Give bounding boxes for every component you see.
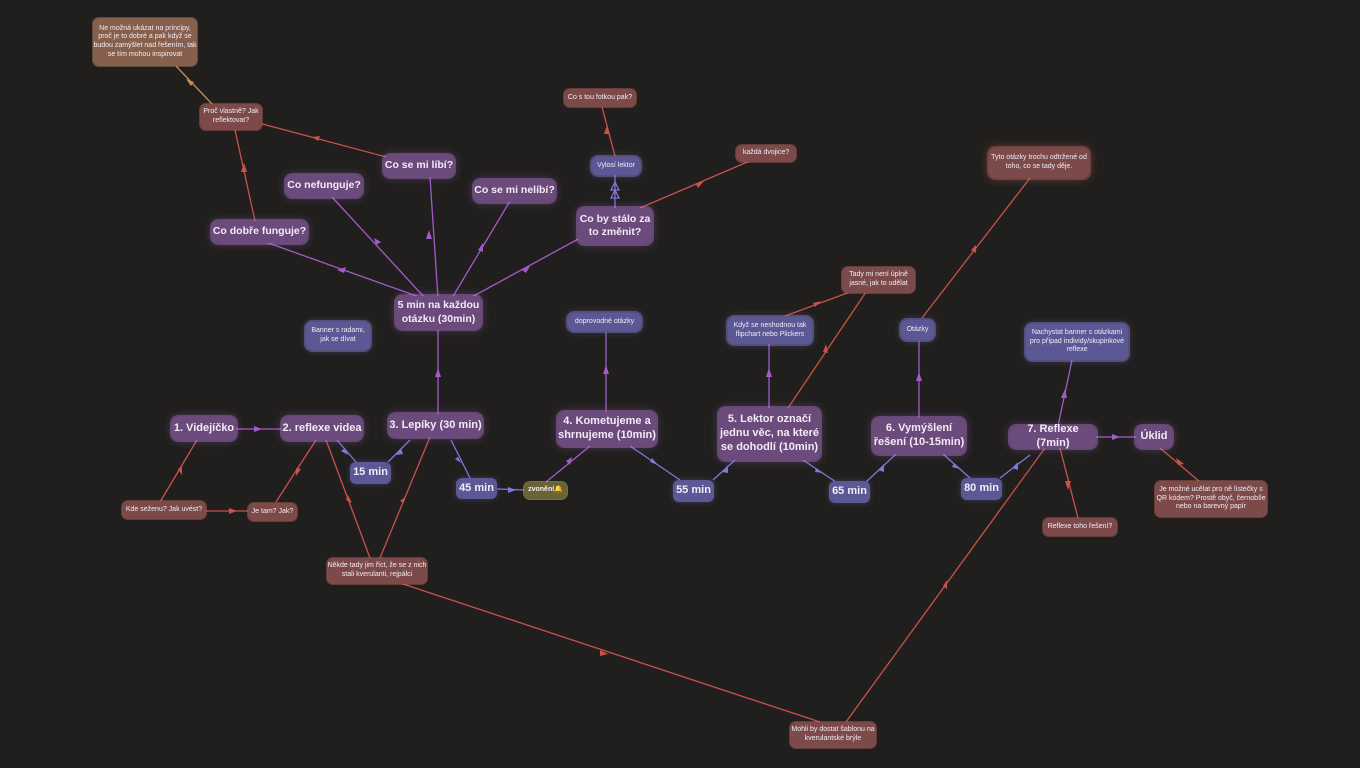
- node-reflexe-videa[interactable]: 2. reflexe videa: [282, 417, 362, 440]
- arrow-blue: [952, 463, 960, 469]
- arrowheads: [178, 79, 1184, 656]
- arrow-purple: [478, 243, 483, 252]
- edge: [429, 176, 439, 299]
- arrow-purple: [766, 368, 772, 377]
- arrow-blue: [650, 458, 658, 465]
- arrow-blue: [878, 464, 884, 472]
- arrow-purple: [254, 426, 262, 432]
- node-lektor-oznaci[interactable]: 5. Lektor označí jednu věc, na které se …: [719, 408, 820, 460]
- node-vymysleni[interactable]: 6. Vymýšlení řešení (10-15min): [873, 418, 965, 454]
- arrow-blue: [341, 448, 348, 455]
- arrow-red: [813, 301, 821, 307]
- arrow-red: [1065, 481, 1071, 490]
- node-nachystat[interactable]: Nachystat banner s otázkami pro případ i…: [1026, 324, 1128, 360]
- node-proc-vlastne[interactable]: Proč vlastně? Jak reflektovat?: [200, 104, 262, 130]
- arrow-blue: [1012, 462, 1018, 470]
- arrow-red: [229, 508, 237, 514]
- arrow-blue: [508, 487, 516, 493]
- node-doprovodne[interactable]: doprovodné otázky: [568, 313, 641, 331]
- edge: [469, 237, 581, 299]
- arrow-purple: [603, 365, 609, 374]
- node-co-libi[interactable]: Co se mi líbí?: [384, 155, 454, 177]
- edge: [234, 129, 256, 222]
- node-videjicko[interactable]: 1. Videjíčko: [172, 417, 236, 440]
- arrow-red: [971, 245, 976, 253]
- node-je-tam[interactable]: Je tam? Jak?: [248, 503, 297, 521]
- edge: [545, 445, 591, 483]
- node-co-nelibi[interactable]: Co se mi nelíbí?: [474, 180, 555, 202]
- node-65-min[interactable]: 65 min: [829, 481, 870, 503]
- node-reflexe-toho[interactable]: Reflexe toho řešení?: [1043, 518, 1117, 536]
- arrow-blue: [396, 448, 403, 455]
- node-ne-mozna[interactable]: Ne možná ukázat na principy, proč je to …: [93, 18, 197, 66]
- edge: [175, 65, 213, 105]
- node-80-min[interactable]: 80 min: [961, 478, 1002, 500]
- arrow-purple: [1061, 389, 1067, 398]
- node-co-dobre[interactable]: Co dobře funguje?: [212, 221, 307, 243]
- edge: [336, 439, 357, 463]
- arrow-red: [1176, 458, 1184, 465]
- edge: [331, 196, 426, 299]
- node-neshodnou[interactable]: Když se neshodnou tak flipchart nebo Pli…: [728, 317, 812, 344]
- edge: [254, 121, 391, 159]
- node-zvoneni[interactable]: zvonění🔔: [524, 482, 567, 499]
- arrow-purple: [426, 230, 432, 239]
- node-co-s-fotkou[interactable]: Co s tou fotkou pak?: [564, 89, 636, 107]
- node-kazda-dvojice[interactable]: každá dvojice?: [736, 145, 796, 162]
- arrow-red: [178, 466, 182, 475]
- arrow-red: [241, 163, 247, 172]
- edge: [1159, 447, 1201, 483]
- arrow-red: [296, 468, 301, 476]
- arrow-red: [943, 580, 947, 589]
- arrow-purple: [522, 266, 530, 273]
- node-tyto-otazky[interactable]: Tyto otázky trochu odtržené od toho, co …: [989, 148, 1089, 178]
- node-15-min[interactable]: 15 min: [350, 462, 391, 484]
- arrow-tan: [186, 79, 194, 86]
- arrow-purple: [374, 238, 381, 245]
- arrow-red: [600, 650, 608, 656]
- arrow-purple: [916, 372, 922, 381]
- tan-connectors: [175, 65, 213, 105]
- node-pet-min[interactable]: 5 min na každou otázku (30min): [396, 296, 481, 329]
- node-banner-radami[interactable]: Banner s radami, jak se dívat: [306, 322, 370, 350]
- arrow-red: [823, 344, 828, 353]
- arrow-red: [312, 136, 320, 141]
- purple-connectors: [236, 176, 1136, 483]
- edge: [450, 439, 471, 479]
- node-vylosi[interactable]: Vylosí lektor: [592, 157, 640, 175]
- node-reflexe[interactable]: 7. Reflexe (7min): [1010, 423, 1096, 449]
- arrow-purple: [566, 457, 572, 465]
- arrow-red: [346, 495, 352, 503]
- arrow-blue: [609, 188, 621, 199]
- node-co-nefunguje[interactable]: Co nefunguje?: [286, 175, 362, 197]
- red-connectors: [159, 106, 1201, 723]
- node-tady-mi[interactable]: Tady mi není úplně jasné, jak to udělat: [842, 267, 915, 293]
- node-mohli-by[interactable]: Mohli by dostat šablonu na kverulantské …: [790, 722, 876, 748]
- node-uklid[interactable]: Úklid: [1136, 426, 1172, 448]
- node-lepiky[interactable]: 3. Lepíky (30 min): [389, 414, 482, 437]
- arrow-blue: [815, 468, 823, 473]
- node-otazky[interactable]: Otázky: [901, 320, 934, 340]
- arrow-purple: [337, 267, 346, 273]
- edge: [379, 436, 431, 559]
- arrow-red: [400, 497, 405, 503]
- arrow-purple: [435, 368, 441, 377]
- edge: [159, 439, 198, 503]
- arrow-red: [696, 181, 704, 188]
- node-je-mozne[interactable]: Je možné ucělat pro ně lístečky s QR kód…: [1155, 481, 1267, 517]
- arrow-blue: [722, 465, 728, 473]
- node-55-min[interactable]: 55 min: [673, 480, 714, 502]
- node-kometujeme[interactable]: 4. Kometujeme a shrnujeme (10min): [558, 412, 656, 446]
- node-nekde-tady[interactable]: Někde tady jim říct, že se z nich stali …: [327, 558, 427, 584]
- node-45-min[interactable]: 45 min: [456, 478, 497, 499]
- node-co-zmenit[interactable]: Co by stálo za to změnit?: [578, 208, 652, 244]
- arrow-purple: [1112, 434, 1120, 440]
- arrow-red: [604, 125, 610, 134]
- node-kde-sezenu[interactable]: Kde seženu? Jak uvést?: [122, 501, 206, 519]
- arrow-blue: [455, 457, 461, 463]
- edge: [399, 582, 821, 723]
